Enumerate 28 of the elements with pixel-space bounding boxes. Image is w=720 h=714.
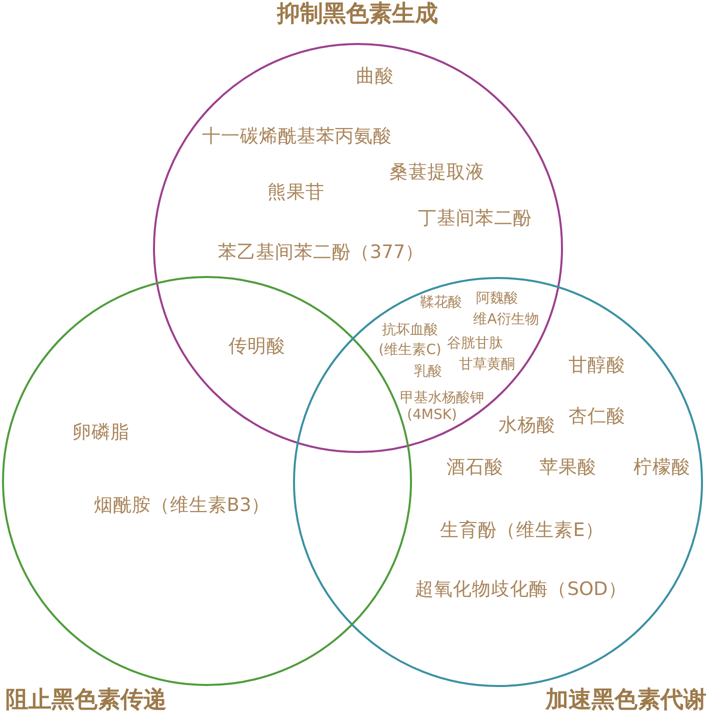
ingredient-name: 甘草黄酮 bbox=[459, 356, 515, 374]
ingredient-name: 杏仁酸 bbox=[568, 406, 626, 428]
ingredient-name: 丁基间苯二酚 bbox=[418, 208, 532, 230]
ingredient-name: 酒石酸 bbox=[446, 456, 504, 480]
ingredient-name: 维A衍生物 bbox=[473, 312, 539, 328]
ingredient-name: 熊果苷 bbox=[268, 182, 324, 204]
ingredient-name: 十一碳烯酰基苯丙氨酸 bbox=[202, 126, 392, 148]
ingredient-name: 苹果酸 bbox=[540, 456, 596, 480]
ingredient-name: 抗坏血酸(维生素C) bbox=[378, 321, 442, 360]
circle-heading: 抑制黑色素生成 bbox=[277, 1, 438, 28]
ingredient-name: 鞣花酸 bbox=[420, 294, 462, 312]
ingredient-name: 阿魏酸 bbox=[476, 290, 518, 308]
ingredient-name: 卵磷脂 bbox=[72, 422, 130, 444]
ingredient-name: 桑葚提取液 bbox=[390, 162, 484, 184]
ingredient-name: 生育酚（维生素E） bbox=[440, 520, 604, 542]
ingredient-name: 柠檬酸 bbox=[634, 456, 690, 480]
circle-heading: 加速黑色素代谢 bbox=[546, 687, 706, 714]
ingredient-name: 甲基水杨酸钾(4MSK) bbox=[400, 390, 485, 424]
ingredient-name: 传明酸 bbox=[228, 336, 286, 358]
ingredient-name: 甘醇酸 bbox=[568, 354, 626, 378]
ingredient-name: 乳酸 bbox=[414, 364, 442, 380]
ingredient-name: 谷胱甘肽 bbox=[447, 336, 503, 352]
ingredient-name: 曲酸 bbox=[356, 66, 394, 88]
ingredient-name: 苯乙基间苯二酚（377） bbox=[218, 242, 424, 264]
ingredient-name: 烟酰胺（维生素B3） bbox=[94, 494, 270, 518]
ingredient-name: 超氧化物歧化酶（SOD） bbox=[415, 578, 627, 602]
ingredient-name: 水杨酸 bbox=[498, 414, 556, 438]
circle-heading: 阻止黑色素传递 bbox=[6, 687, 166, 714]
